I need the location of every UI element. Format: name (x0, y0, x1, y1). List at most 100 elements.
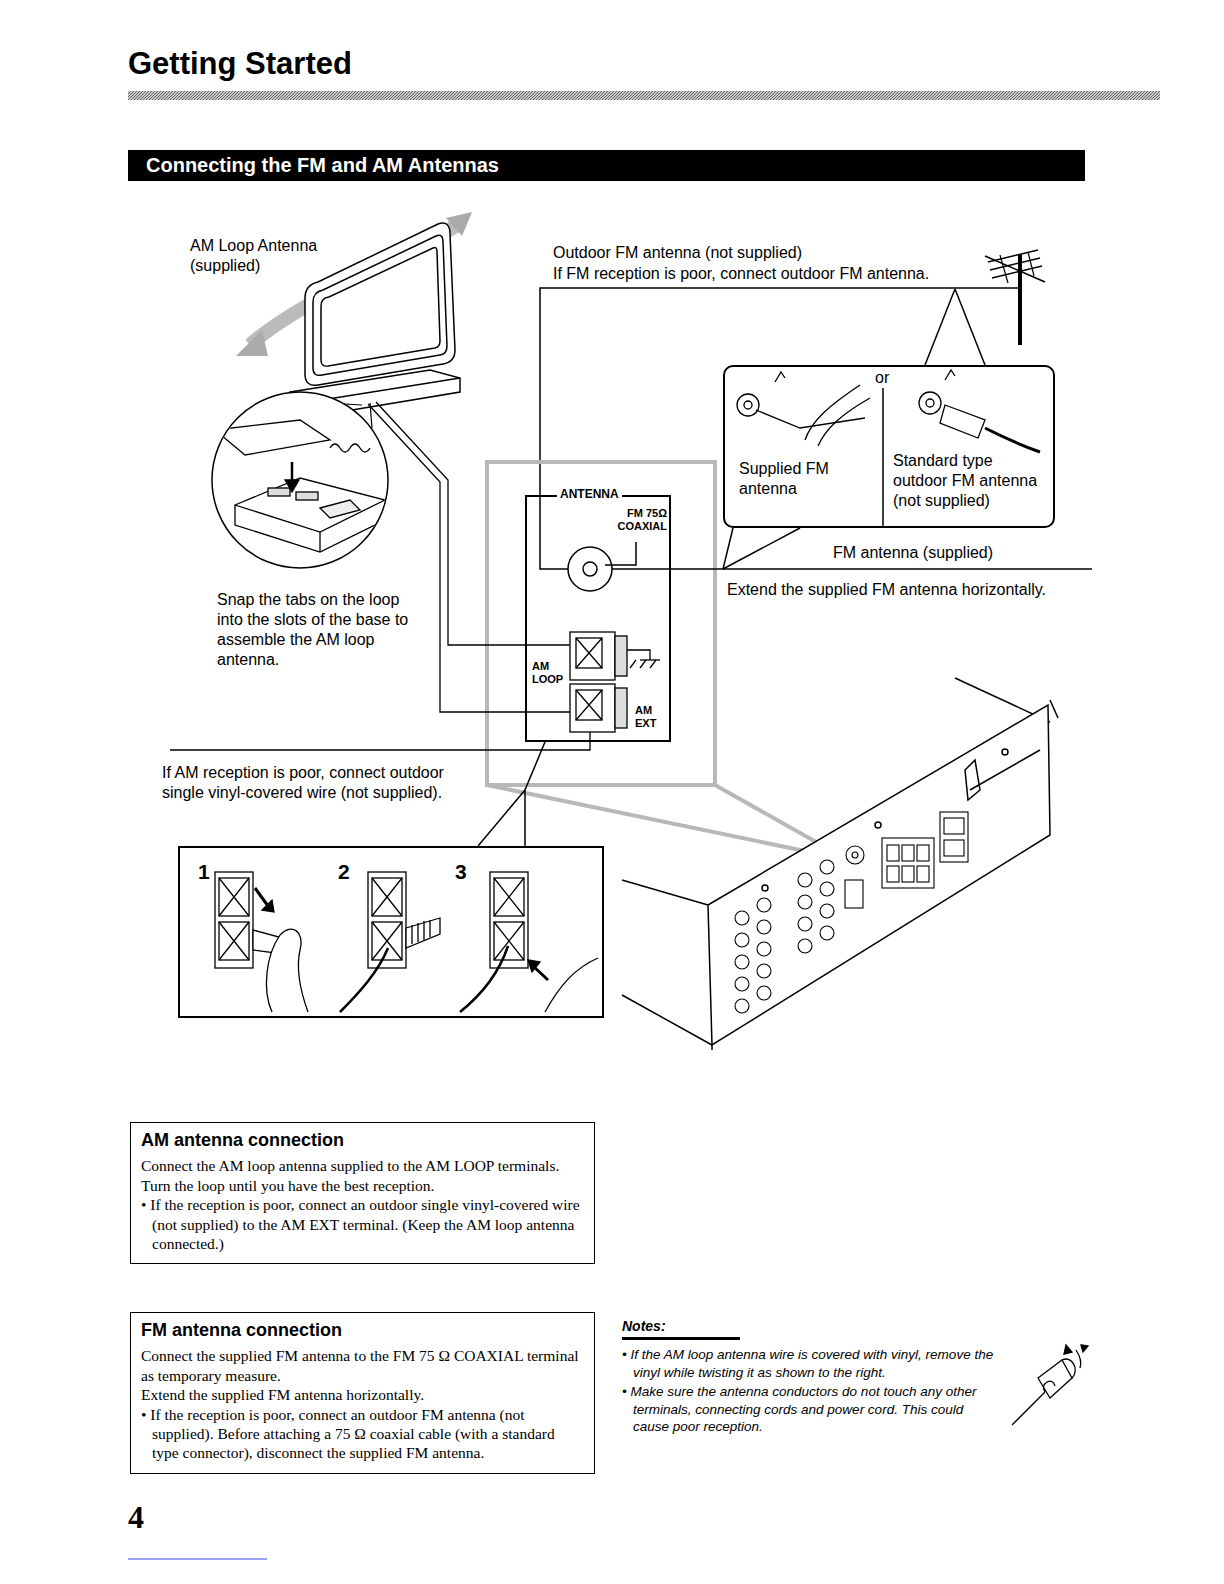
coaxial-terminal (568, 542, 636, 591)
instruction-box: AM antenna connectionConnect the AM loop… (130, 1122, 595, 1264)
step-illustrations (494, 878, 524, 916)
box-heading: FM antenna connection (141, 1319, 584, 1342)
receiver-rear (762, 885, 768, 891)
note-text: • If the AM loop antenna wire is covered… (622, 1346, 995, 1381)
receiver-jacks (735, 933, 749, 947)
am-terminals (576, 638, 602, 668)
receiver-jacks (798, 939, 812, 953)
coaxial-terminal (605, 542, 636, 565)
outdoor-fm-antenna (992, 266, 1042, 278)
body-text: Connect the supplied FM antenna to the F… (141, 1346, 584, 1385)
loop-base-detail (212, 392, 388, 568)
wire-twist-icon (1064, 1345, 1072, 1354)
outdoor-fm-antenna (1000, 255, 1008, 283)
page-title: Getting Started (128, 46, 352, 82)
connector-sketch (919, 392, 941, 414)
connector-sketch (744, 401, 752, 409)
receiver-jacks (798, 873, 812, 887)
receiver-jacks (902, 845, 914, 861)
am-terminals (640, 659, 660, 660)
or-word: or (873, 368, 891, 388)
am-terminals (630, 660, 636, 668)
terminal-name: FM 75Ω COAXIAL (611, 507, 667, 532)
step-illustrations (494, 922, 524, 960)
connector-sketch (737, 394, 759, 416)
step-illustrations (368, 872, 406, 968)
step-illustrations (219, 922, 249, 960)
loop-base-detail (285, 480, 299, 492)
step-illustrations (215, 872, 598, 1012)
receiver-jacks (735, 999, 749, 1013)
receiver-rear (622, 995, 712, 1050)
bullet-text: • If the reception is poor, connect an o… (141, 1405, 584, 1463)
steps-box: 1 2 3 (178, 846, 604, 1018)
outdoor-fm-antenna (985, 250, 1045, 345)
connector-line (671, 528, 733, 569)
outdoor-antenna-lead (955, 289, 985, 365)
am-loop-wires (376, 402, 570, 645)
step-illustrations (460, 946, 508, 1012)
node-text: Connecting the FM and AM Antennas (128, 150, 1085, 181)
zoom-frame (487, 462, 715, 785)
wire-twist-icon (1038, 1360, 1072, 1398)
connector-sketch (756, 410, 865, 428)
receiver-jacks (845, 880, 863, 908)
connector-line (525, 742, 545, 846)
am-loop-wires (368, 404, 570, 712)
step-number: 3 (455, 860, 467, 883)
connector-sketch (945, 370, 955, 380)
callout-pointer (478, 790, 525, 846)
instruction-text: If FM reception is poor, connect outdoor… (553, 264, 929, 284)
panel-heading: ANTENNA (557, 488, 622, 502)
receiver-jacks (882, 838, 934, 888)
receiver-jacks (917, 845, 929, 861)
fm-antenna-wire (723, 568, 1092, 570)
receiver-jacks (735, 977, 749, 991)
receiver-rear (875, 822, 881, 828)
step-illustrations (372, 878, 402, 916)
wire-twist-icon (1062, 1359, 1075, 1378)
wire-twist-icon (1081, 1345, 1088, 1352)
section-band: Connecting the FM and AM Antennas (128, 150, 1085, 181)
coaxial-terminal (583, 562, 597, 576)
instruction-text: If AM reception is poor, connect outdoor… (162, 763, 467, 803)
loop-base-detail (235, 478, 385, 552)
step-illustrations (494, 922, 524, 960)
connector-sketch (805, 385, 860, 440)
receiver-jacks (820, 904, 834, 918)
receiver-jacks (757, 942, 771, 956)
receiver-jacks (735, 911, 749, 925)
receiver-rear (1050, 700, 1058, 718)
receiver-jacks (735, 812, 968, 1013)
step-illustrations (266, 929, 308, 1012)
connector-sketch (818, 398, 870, 446)
terminal-name: AM EXT (635, 704, 667, 729)
notes-rule (622, 1337, 740, 1340)
step-illustrations (528, 960, 540, 972)
am-terminals (570, 684, 615, 732)
step-number: 2 (338, 860, 350, 883)
am-loop-antenna (321, 248, 440, 367)
outdoor-fm-antenna (1018, 255, 1022, 345)
step-illustrations (219, 878, 249, 916)
am-loop-antenna (305, 223, 455, 385)
receiver-jacks (757, 920, 771, 934)
instruction-text: Extend the supplied FM antenna horizonta… (727, 580, 1046, 600)
step-illustrations (372, 922, 402, 960)
step-illustrations (262, 900, 274, 912)
coaxial-terminal (568, 547, 612, 591)
step-illustrations (406, 918, 440, 948)
step-number: 1 (198, 860, 210, 883)
loop-base-detail (268, 488, 290, 496)
notes-rule (622, 1337, 740, 1340)
page-number: 4 (128, 1498, 144, 1536)
instruction-text: Snap the tabs on the loop into the slots… (217, 590, 427, 670)
am-terminals (640, 660, 646, 668)
title-rule (128, 91, 1160, 100)
part-label: FM antenna (supplied) (833, 543, 993, 563)
loop-base-detail (319, 532, 320, 552)
am-terminals (615, 636, 627, 676)
inset-divider (723, 388, 883, 569)
